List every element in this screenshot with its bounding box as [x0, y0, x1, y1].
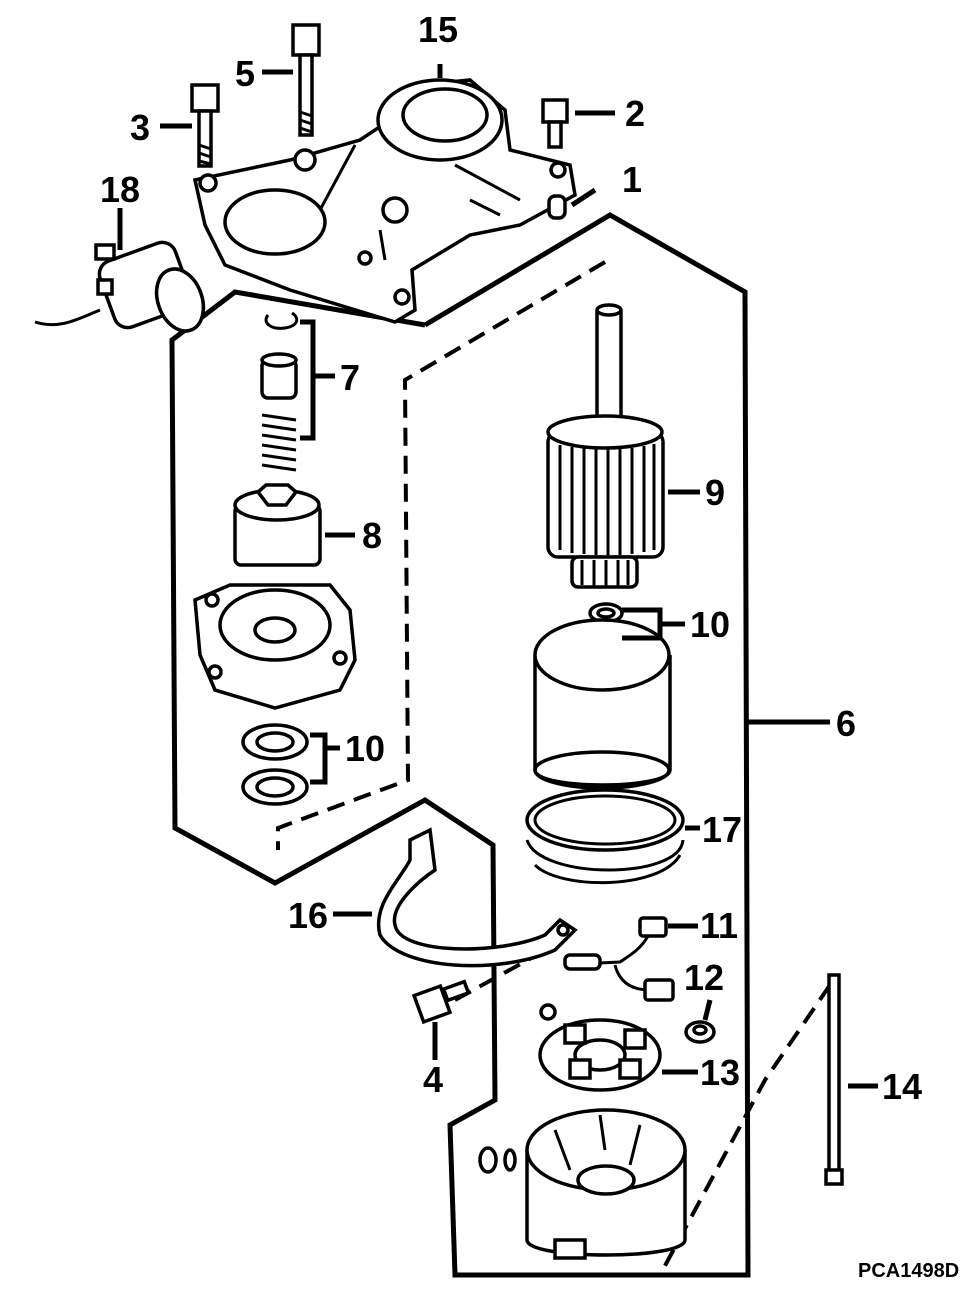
screw-2 — [541, 98, 569, 149]
diagram-code: PCA1498D — [858, 1260, 959, 1282]
strap-16 — [376, 827, 578, 968]
bolt-14-dashed-guide — [658, 983, 832, 1276]
callout-11: 11 — [700, 905, 738, 946]
field-frame — [533, 618, 672, 790]
callout-16: 16 — [288, 895, 328, 936]
callout-10-left: 10 — [345, 728, 385, 769]
armature-group-dashed-outline — [276, 260, 607, 850]
callout-3: 3 — [130, 107, 150, 148]
bolt-4 — [411, 979, 471, 1025]
screw-5 — [291, 23, 321, 137]
nut-12 — [684, 1020, 716, 1044]
callout-2: 2 — [625, 93, 645, 134]
thrust-washers-10-left — [241, 723, 309, 806]
brush-plate-13 — [538, 1003, 662, 1092]
leader-lines — [117, 64, 878, 1089]
screw-3 — [190, 83, 220, 168]
mounting-bracket — [192, 78, 577, 324]
callout-13: 13 — [700, 1052, 740, 1093]
callout-7: 7 — [340, 357, 360, 398]
callout-4: 4 — [423, 1059, 443, 1100]
callout-15: 15 — [418, 9, 458, 50]
callout-labels: 1 2 3 4 5 6 7 8 9 10 10 11 12 13 14 15 1… — [100, 9, 959, 1282]
armature-9 — [546, 303, 665, 589]
callout-9: 9 — [705, 472, 725, 513]
drive-pinion-8 — [233, 483, 322, 567]
through-bolt-14 — [824, 973, 844, 1186]
callout-17: 17 — [702, 809, 742, 850]
assembly-6-outline — [169, 212, 751, 1278]
band-17 — [525, 788, 685, 885]
solenoid-18 — [34, 240, 206, 333]
callout-6: 6 — [836, 703, 856, 744]
drive-end-housing — [193, 583, 357, 710]
callout-14: 14 — [882, 1066, 922, 1107]
callout-18: 18 — [100, 169, 140, 210]
brush-11 — [563, 916, 675, 1002]
callout-1: 1 — [622, 159, 642, 200]
dowel-pin-1 — [547, 194, 567, 220]
callout-10-right: 10 — [690, 604, 730, 645]
callout-8: 8 — [362, 515, 382, 556]
callout-5: 5 — [235, 53, 255, 94]
pinion-stop-kit-7 — [260, 311, 299, 472]
callout-12: 12 — [684, 957, 724, 998]
commutator-end-cap — [478, 1108, 687, 1260]
